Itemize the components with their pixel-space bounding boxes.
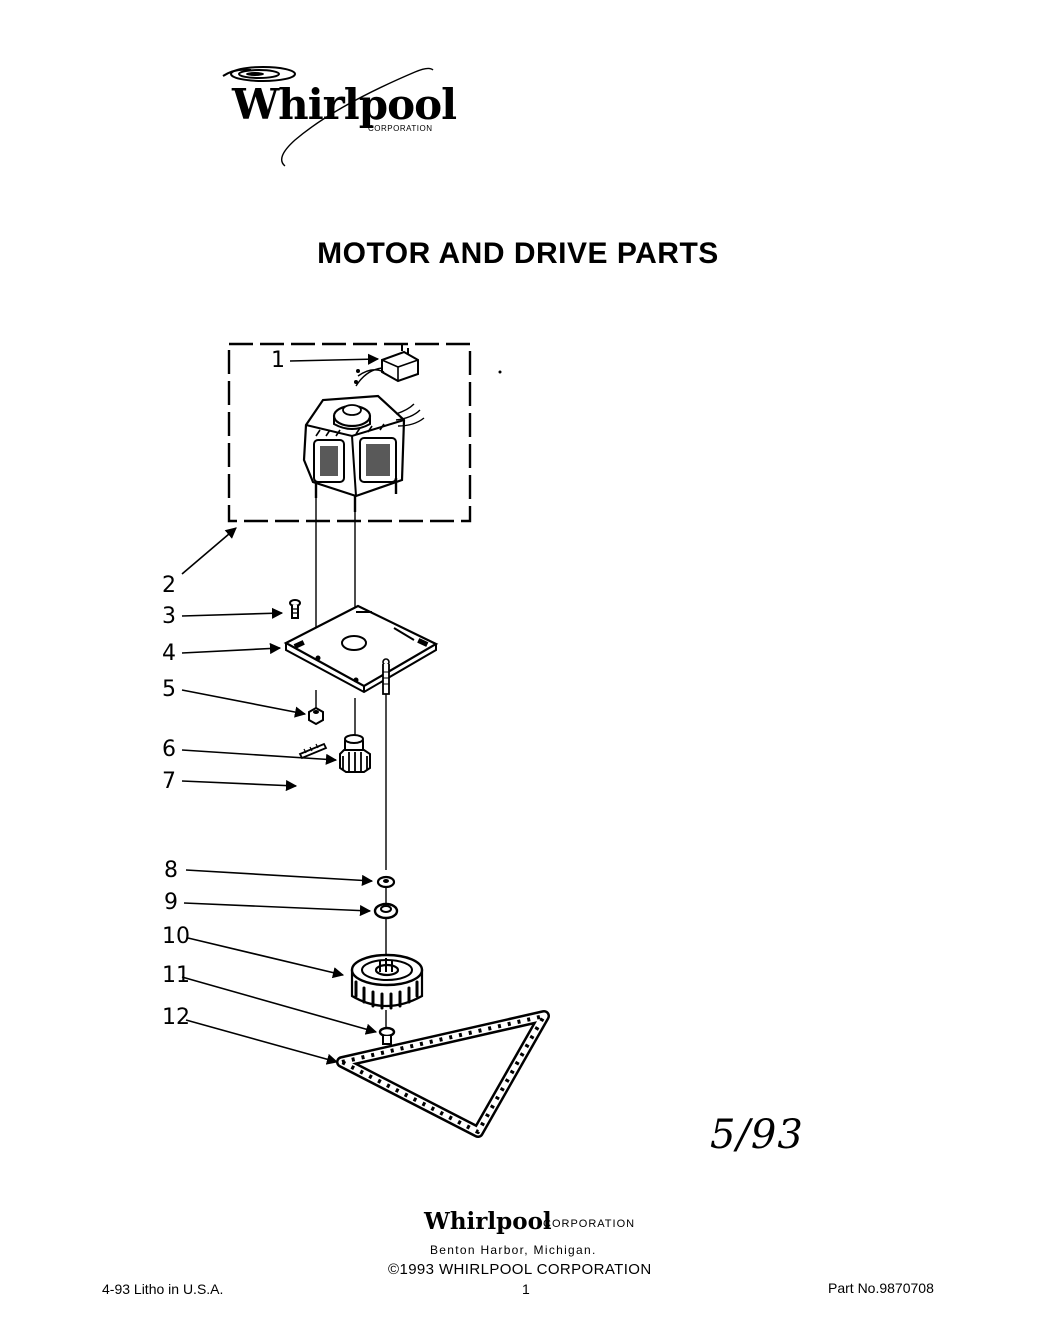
callout-3: 3 (162, 604, 176, 629)
motor-assembly-box (227, 342, 472, 523)
bearing-part (373, 902, 399, 920)
drive-sprocket-part (339, 734, 371, 773)
driven-gear-part (350, 953, 424, 1010)
callout-5: 5 (162, 677, 176, 702)
page-title: MOTOR AND DRIVE PARTS (317, 237, 719, 270)
footer-copyright: ©1993 WHIRLPOOL CORPORATION (388, 1261, 652, 1278)
motor-part (302, 394, 425, 512)
footer-brand: Whirlpool (424, 1208, 552, 1235)
callout-arrows (181, 353, 380, 1065)
callout-10: 10 (162, 924, 190, 949)
callout-7: 7 (162, 769, 176, 794)
whirlpool-logo-swirl-icon (222, 66, 434, 167)
footer-litho: 4-93 Litho in U.S.A. (102, 1281, 224, 1297)
callout-9: 9 (164, 890, 178, 915)
set-screw-part (298, 742, 328, 760)
drive-chain-part (336, 1010, 550, 1138)
callout-1: 1 (271, 348, 285, 373)
handwritten-date: 5/93 (710, 1112, 804, 1158)
callout-11: 11 (162, 963, 190, 988)
screw-part (289, 599, 301, 619)
logo-corporation: CORPORATION (368, 124, 433, 133)
nut-part (308, 706, 324, 726)
footer-city: Benton Harbor, Michigan. (430, 1243, 597, 1257)
motor-mounting-plate-part (283, 604, 439, 695)
part-number: Part No.9870708 (828, 1280, 934, 1296)
callout-8: 8 (164, 858, 178, 883)
washer-part (376, 875, 396, 889)
callout-4: 4 (162, 641, 176, 666)
callout-12: 12 (162, 1005, 190, 1030)
page-number: 1 (522, 1281, 530, 1297)
callout-2: 2 (162, 573, 176, 598)
logo-wordmark: Whirlpool (232, 80, 457, 129)
retaining-ring-part (378, 1026, 396, 1045)
overload-protector-part (354, 345, 419, 387)
footer-brand-suffix: CORPORATION (543, 1218, 636, 1230)
callout-6: 6 (162, 737, 176, 762)
